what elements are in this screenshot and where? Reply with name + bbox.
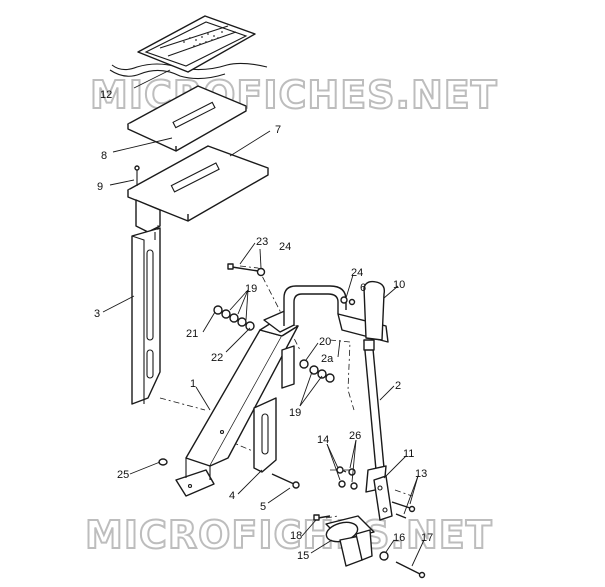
part-24-nut-a <box>256 267 266 277</box>
callout-26: 26 <box>349 430 361 442</box>
part-18-pin <box>313 514 331 521</box>
callout-2a: 2a <box>321 353 334 365</box>
callout-20: 20 <box>319 336 331 348</box>
alignment-line-2 <box>159 397 206 411</box>
callout-1: 1 <box>190 378 196 390</box>
callout-10: 10 <box>393 279 405 291</box>
callout-17: 17 <box>421 532 433 544</box>
part-14-bolts <box>336 466 347 488</box>
part-9-screw <box>134 165 140 186</box>
part-1-lever-arm <box>175 305 313 497</box>
callout-7: 7 <box>275 124 281 136</box>
part-10-handle-grip <box>363 280 386 341</box>
part-13-bolts <box>391 501 416 519</box>
part-6-washer <box>348 298 356 306</box>
part-4-side-bracket <box>253 397 277 473</box>
part-23-bolt <box>227 263 259 272</box>
part-16-washer <box>379 551 389 561</box>
callout-6: 6 <box>360 282 366 294</box>
callout-21: 21 <box>186 328 198 340</box>
part-19-washers-right <box>299 359 335 383</box>
alignment-line-6 <box>394 489 413 497</box>
callout-3: 3 <box>94 308 100 320</box>
part-15-pedal-pad <box>325 515 375 567</box>
callout-19-upper: 19 <box>245 283 257 295</box>
callout-13: 13 <box>415 468 427 480</box>
part-7-pedal-plate <box>127 145 269 233</box>
callout-22: 22 <box>211 352 223 364</box>
alignment-line-7 <box>325 515 339 519</box>
part-24-nut-b <box>340 296 348 304</box>
callout-5: 5 <box>260 501 266 513</box>
callout-24-right: 24 <box>351 267 363 279</box>
callout-11: 11 <box>403 448 414 460</box>
callout-12: 12 <box>100 89 112 101</box>
part-17-bolt <box>395 561 426 579</box>
callout-19-lower: 19 <box>289 407 301 419</box>
callout-4: 4 <box>229 490 235 502</box>
callout-14: 14 <box>317 434 329 446</box>
part-3-bracket <box>131 227 161 405</box>
callout-24-upper: 24 <box>279 241 291 253</box>
callout-8: 8 <box>101 150 107 162</box>
callout-9: 9 <box>97 181 103 193</box>
part-11-link-plate <box>373 475 393 521</box>
part-5-bolt <box>271 473 300 489</box>
callout-18: 18 <box>290 530 302 542</box>
part-25-pin <box>158 458 168 466</box>
part-8-pad <box>127 85 247 152</box>
part-12-floor-plate <box>109 15 268 80</box>
callout-23: 23 <box>256 236 268 248</box>
callout-15: 15 <box>297 550 309 562</box>
leader-lines <box>102 69 425 567</box>
callout-25: 25 <box>117 469 129 481</box>
part-26-washers <box>348 468 358 490</box>
callout-16: 16 <box>393 532 405 544</box>
watermark-bottom: MICROFICHES.NET <box>85 513 493 557</box>
callout-2: 2 <box>395 380 401 392</box>
part-19-washers-left <box>213 305 255 331</box>
